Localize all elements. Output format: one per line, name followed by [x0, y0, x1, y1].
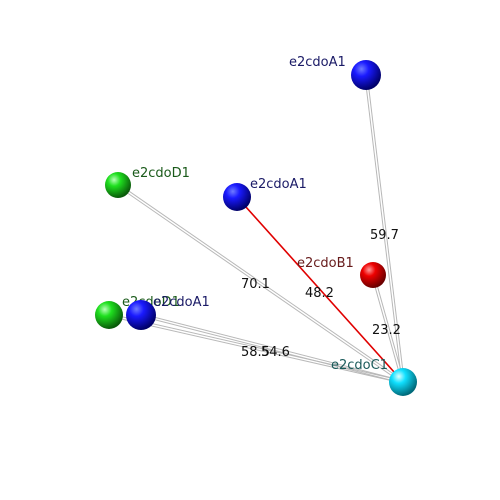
atom-sphere[interactable]	[105, 172, 131, 198]
highlighted-edge-line	[236, 196, 404, 383]
distance-edge	[140, 313, 404, 384]
distance-edge	[371, 274, 405, 383]
atom-node[interactable]: e2cdoC1	[331, 358, 417, 396]
atom-node[interactable]: e2cdoA1	[223, 177, 307, 211]
atom-node[interactable]: e2cdoD1	[105, 166, 190, 198]
atom-label: e2cdoD1	[132, 166, 190, 181]
distance-label: 58.5	[241, 345, 270, 360]
atom-sphere[interactable]	[223, 183, 251, 211]
distance-edge	[236, 196, 404, 383]
atom-sphere[interactable]	[351, 60, 381, 90]
edge-line	[364, 75, 403, 383]
distance-label: 23.2	[372, 323, 401, 338]
atom-label: e2cdoA1	[289, 55, 346, 70]
atom-node[interactable]: e2cdoA1	[289, 55, 381, 90]
distance-edge	[364, 74, 405, 383]
edge-line	[371, 275, 403, 383]
distance-label: 54.6	[261, 345, 290, 360]
atom-node[interactable]: e2cdoB1	[297, 256, 386, 288]
atom-sphere[interactable]	[389, 368, 417, 396]
edge-line	[117, 185, 403, 384]
distance-labels-layer: 59.7 70.1 48.2 23.2 58.554.6	[241, 228, 401, 360]
edge-line	[109, 313, 404, 382]
atom-label: e2cdoB1	[297, 256, 354, 271]
edge-line	[140, 315, 403, 384]
distance-edge	[117, 183, 404, 384]
atom-sphere[interactable]	[126, 300, 156, 330]
atom-sphere[interactable]	[360, 262, 386, 288]
distance-edge	[108, 313, 404, 384]
atom-label: e2cdoA1	[250, 177, 307, 192]
edge-line	[373, 274, 405, 382]
distance-label: 59.7	[370, 228, 399, 243]
atom-node[interactable]: e2cdoA1	[126, 295, 210, 330]
edge-line	[366, 74, 405, 382]
edge-line	[118, 183, 404, 382]
atom-label: e2cdoA1	[153, 295, 210, 310]
edge-line	[108, 315, 403, 384]
distance-label: 70.1	[241, 277, 270, 292]
distance-label: 48.2	[305, 286, 334, 301]
nodes-layer: e2cdoA1e2cdoD1e2cdoA1e2cdoB1e2cdoD1e2cdo…	[95, 55, 417, 396]
edge-line	[141, 313, 404, 382]
atom-label: e2cdoC1	[331, 358, 388, 373]
atom-sphere[interactable]	[95, 301, 123, 329]
edges-layer	[108, 74, 405, 384]
